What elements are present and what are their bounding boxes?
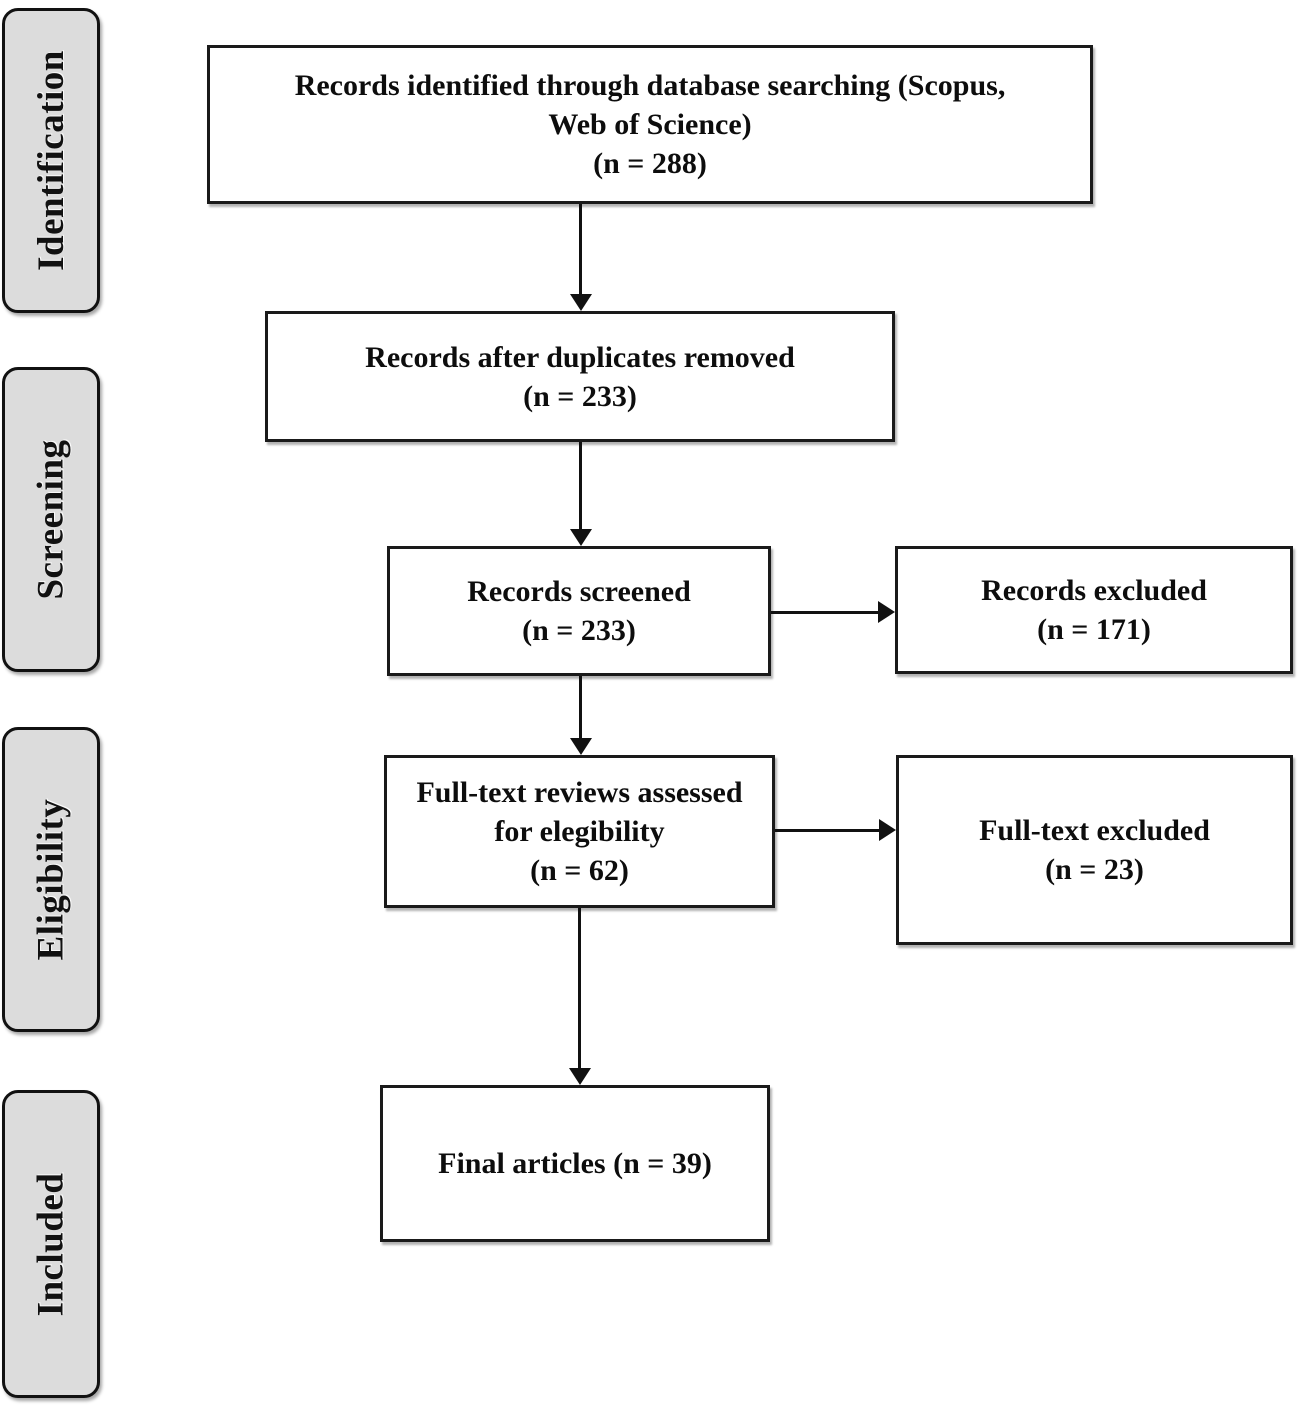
stage-label-identification: Identification	[2, 8, 100, 313]
box-fulltext-excluded: Full-text excluded (n = 23)	[896, 755, 1293, 945]
stage-label-included-text: Included	[30, 1172, 72, 1316]
box-fulltext-excluded-text: Full-text excluded (n = 23)	[979, 814, 1210, 886]
box-records-screened: Records screened (n = 233)	[387, 546, 771, 676]
stage-label-included: Included	[2, 1090, 100, 1398]
connector-screened-to-excluded-arrow	[878, 601, 895, 623]
box-records-identified-text: Records identified through database sear…	[294, 69, 1006, 180]
connector-after-duplicates-to-screened-arrow	[570, 529, 592, 546]
connector-fulltext-to-fulltext-excluded-arrow	[879, 819, 896, 841]
connector-identified-to-after-duplicates-arrow	[570, 294, 592, 311]
box-records-screened-text: Records screened (n = 233)	[467, 575, 691, 647]
connector-screened-to-fulltext-line	[579, 676, 582, 738]
connector-fulltext-to-final-articles-line	[578, 908, 581, 1068]
stage-label-screening-text: Screening	[30, 439, 72, 600]
connector-screened-to-fulltext-arrow	[570, 738, 592, 755]
box-records-after-duplicates: Records after duplicates removed (n = 23…	[265, 311, 895, 442]
stage-label-eligibility: Eligibility	[2, 727, 100, 1032]
connector-fulltext-to-fulltext-excluded-line	[775, 829, 882, 832]
stage-label-screening: Screening	[2, 367, 100, 672]
stage-label-identification-text: Identification	[30, 50, 72, 271]
connector-fulltext-to-final-articles-arrow	[569, 1068, 591, 1085]
box-records-excluded: Records excluded (n = 171)	[895, 546, 1293, 674]
box-records-after-duplicates-text: Records after duplicates removed (n = 23…	[365, 340, 795, 413]
box-records-excluded-text: Records excluded (n = 171)	[981, 574, 1207, 646]
connector-after-duplicates-to-screened-line	[579, 442, 582, 529]
stage-label-eligibility-text: Eligibility	[30, 798, 72, 961]
connector-identified-to-after-duplicates-line	[579, 204, 582, 294]
box-records-identified: Records identified through database sear…	[207, 45, 1093, 204]
box-final-articles-text: Final articles (n = 39)	[438, 1147, 712, 1180]
box-fulltext-assessed: Full-text reviews assessed for elegibili…	[384, 755, 775, 908]
box-final-articles: Final articles (n = 39)	[380, 1085, 770, 1242]
box-fulltext-assessed-text: Full-text reviews assessed for elegibili…	[416, 776, 743, 887]
connector-screened-to-excluded-line	[771, 611, 881, 614]
